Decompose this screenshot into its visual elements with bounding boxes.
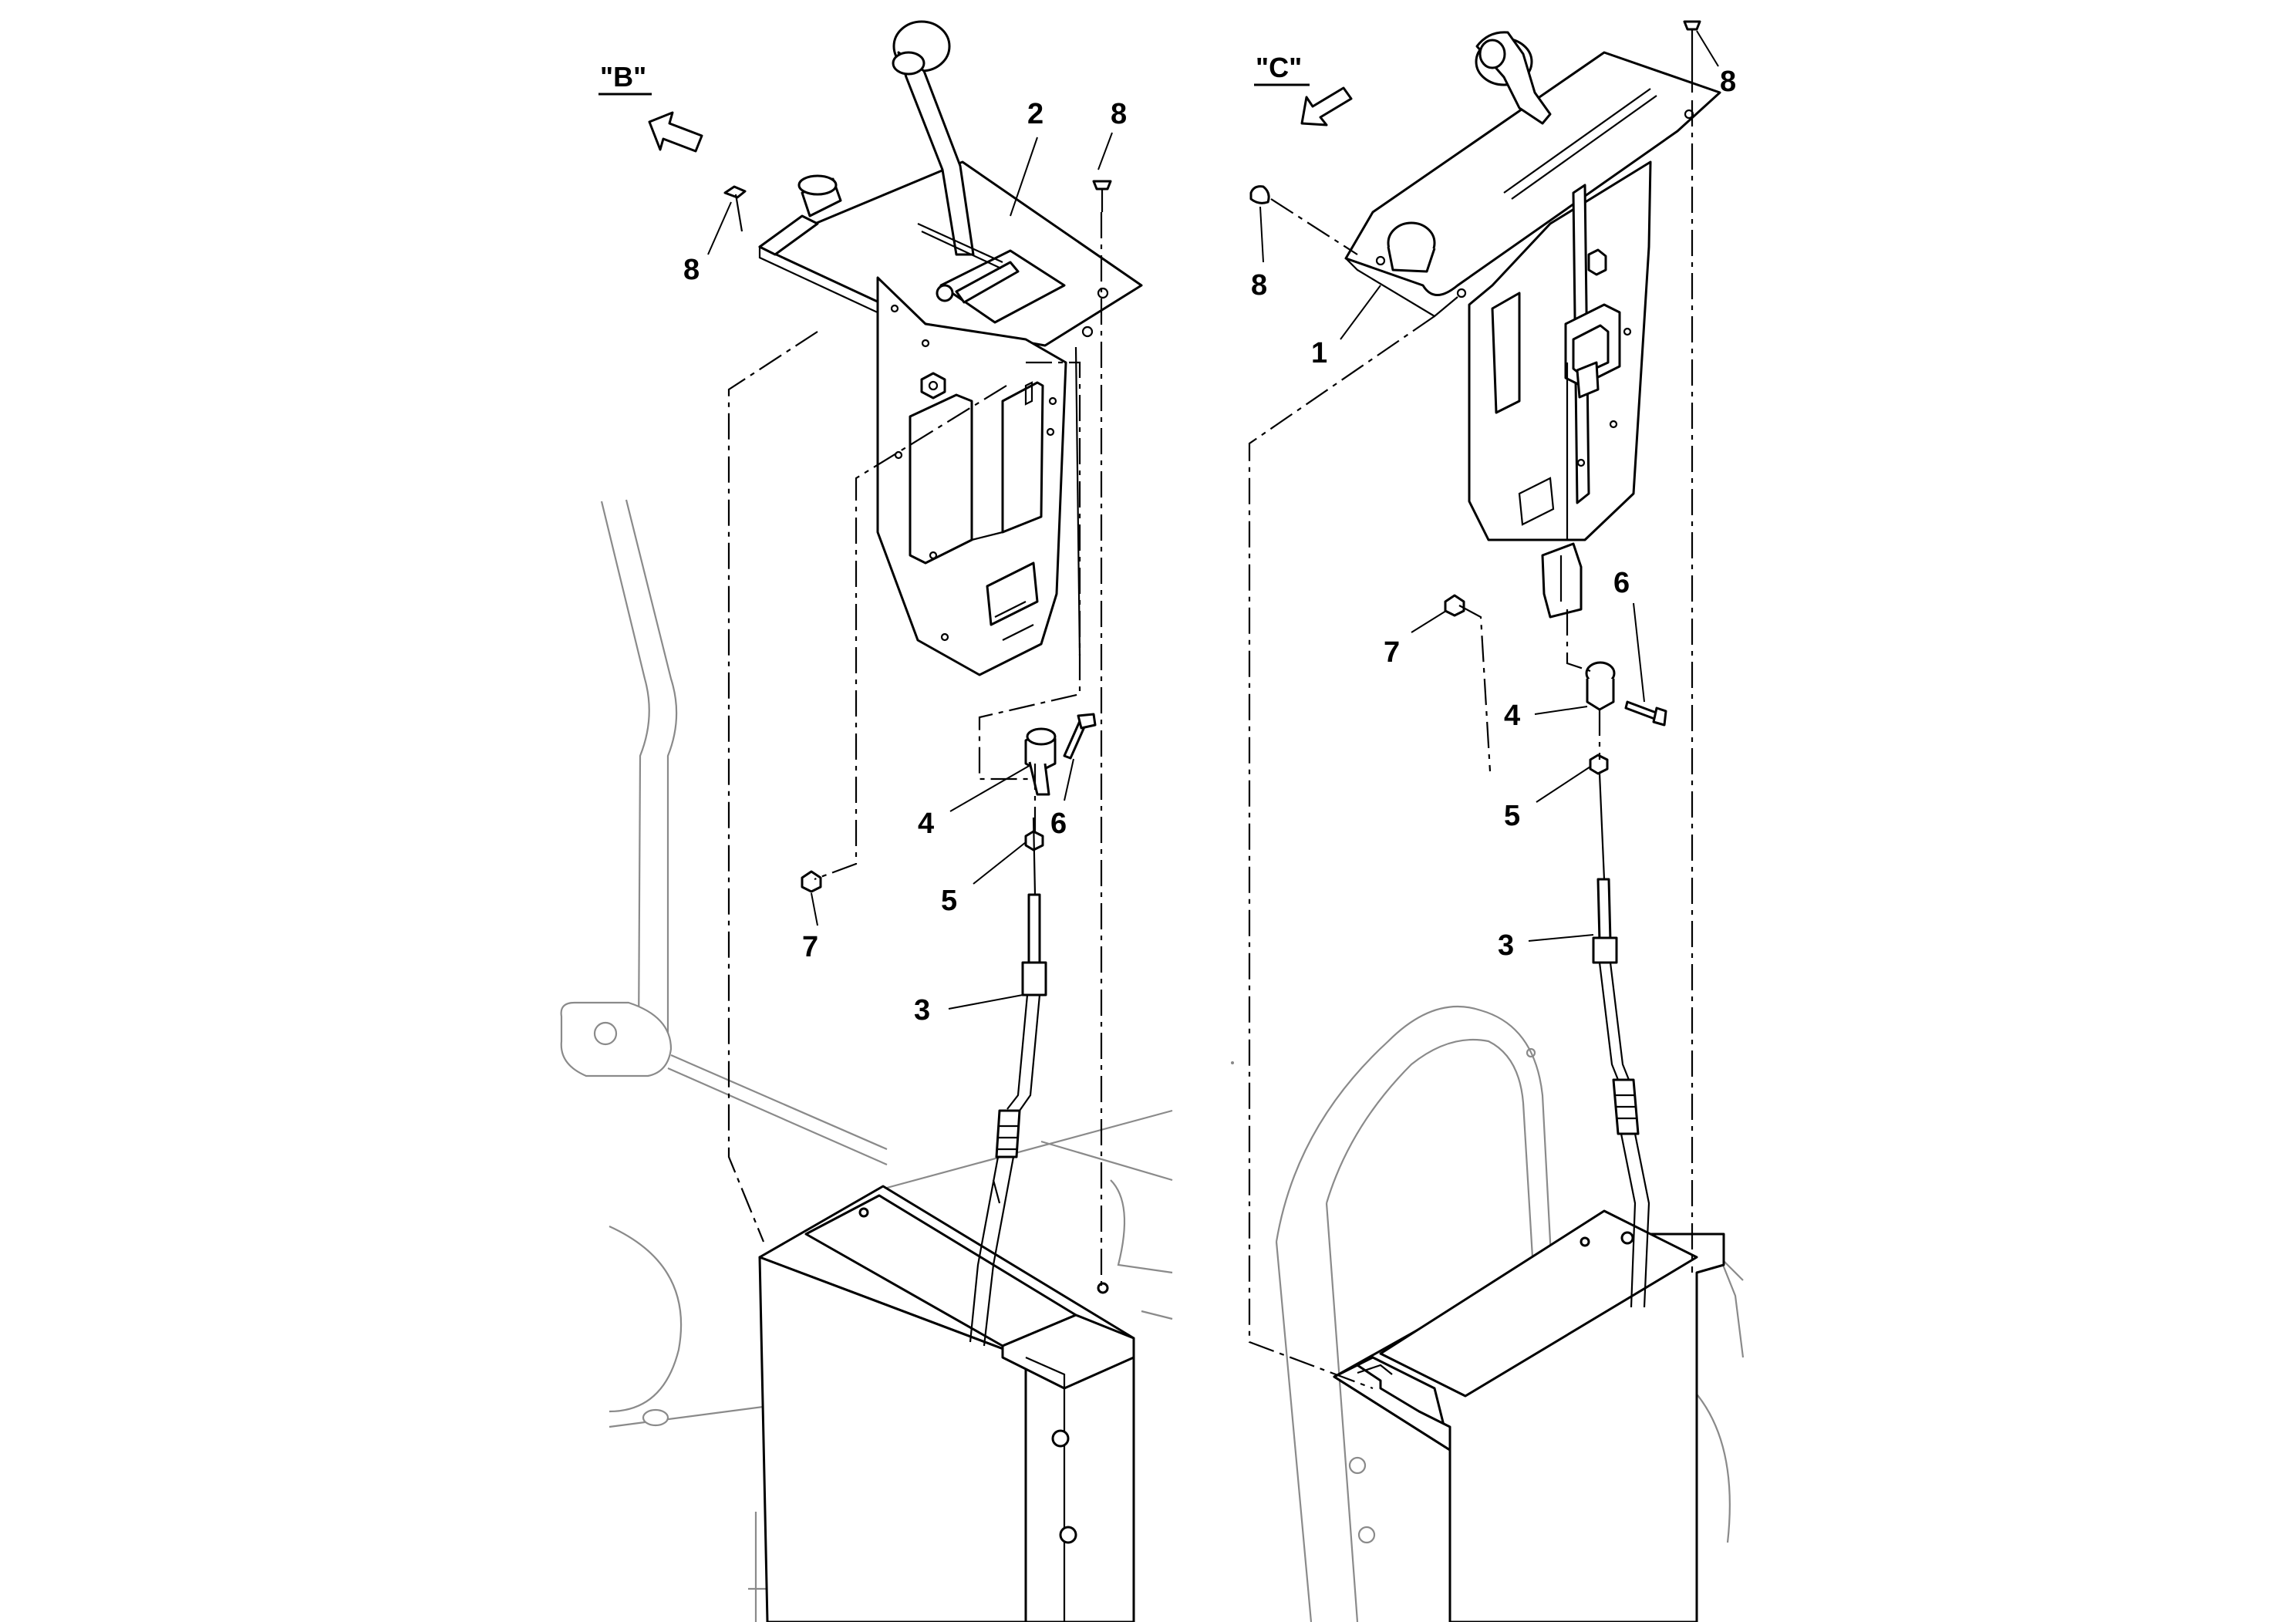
view-c-arrow-icon [1300, 86, 1353, 126]
callout-c-3: 3 [1498, 929, 1514, 962]
callout-b-5: 5 [941, 885, 957, 917]
callout-c-1: 1 [1311, 337, 1327, 369]
callout-c-8-right: 8 [1720, 66, 1736, 98]
callout-b-2: 2 [1027, 98, 1043, 130]
view-b-machine-frame [560, 499, 1173, 1622]
callout-c-8-left: 8 [1251, 269, 1267, 302]
callout-c-7: 7 [1384, 636, 1400, 669]
view-b-screws [723, 180, 1112, 232]
callout-b-7: 7 [802, 931, 818, 963]
callout-b-8-left: 8 [683, 254, 700, 286]
view-b-shift-lever-assembly [758, 20, 1143, 676]
view-c-label: "C" [1256, 52, 1302, 83]
view-b: "B" [560, 20, 1173, 1622]
callout-b-4: 4 [918, 808, 934, 840]
view-b-pedestal [758, 1185, 1135, 1622]
view-c-assembly-lines [1248, 100, 1694, 1390]
callout-c-6: 6 [1613, 567, 1630, 599]
view-b-label: "B" [600, 61, 646, 93]
callout-b-8-right: 8 [1111, 98, 1127, 130]
view-c-callouts: 8 8 1 7 6 4 5 3 [1251, 30, 1736, 962]
callout-b-6: 6 [1050, 808, 1067, 840]
view-b-cable-parts [801, 713, 1097, 1347]
view-c-cable-parts [1249, 20, 1701, 1308]
callout-b-3: 3 [914, 994, 930, 1027]
callout-c-4: 4 [1504, 700, 1520, 732]
stray-mark [1231, 1061, 1234, 1064]
callout-c-5: 5 [1504, 800, 1520, 832]
view-b-callouts: 2 8 8 4 6 5 7 3 [683, 98, 1127, 1027]
view-b-assembly-lines [727, 212, 1103, 1288]
view-c: "C" [1248, 20, 1745, 1622]
view-c-shift-lever-assembly [1344, 31, 1721, 619]
view-b-arrow-icon [648, 111, 703, 153]
